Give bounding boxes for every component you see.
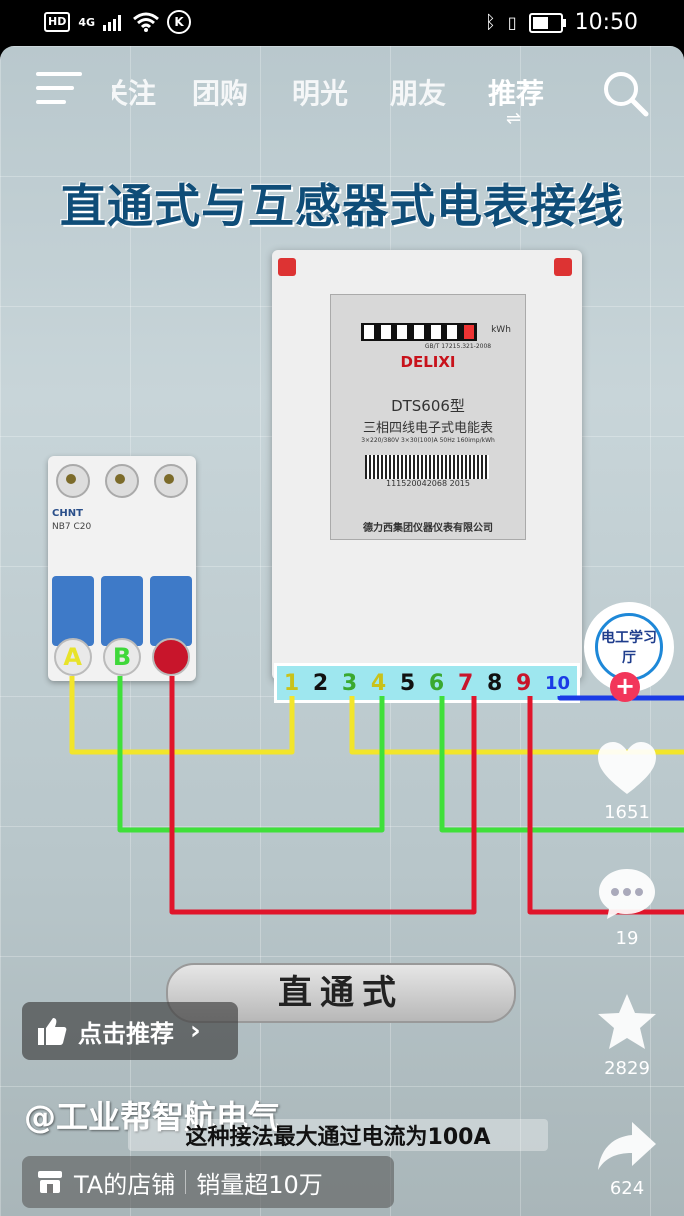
thumbs-up-icon [38,1018,67,1045]
wifi-icon [133,12,159,32]
swap-icon: ⇌ [506,108,522,129]
signal-icon [103,15,122,31]
menu-icon[interactable] [36,70,82,106]
vibrate-icon: ▯ [507,13,517,32]
video-title: 直通式与互感器式电表接线 [60,179,624,233]
comment-icon [599,869,655,919]
terminal-a: A [53,638,92,676]
meter-terminal-6: 6 [428,670,445,696]
shop-icon [38,1171,62,1193]
star-icon [598,994,656,1049]
breaker-handles [52,576,192,646]
wiring-diagram [69,676,684,915]
chevron-right-icon: › [190,1016,201,1046]
meter-terminal-10: 10 [544,672,571,694]
wire-green-in [117,676,385,833]
wire-green-out [439,696,684,833]
meter-standard: GB/T 17215.321-2008 [424,343,492,350]
breaker-handle [150,576,192,646]
recommend-label: 点击推荐 [78,1019,174,1048]
follow-button[interactable]: + [610,672,640,702]
meter-terminal-3: 3 [341,670,358,696]
meter-description: 三相四线电子式电能表 [362,421,493,436]
breaker-terminals: A B [48,634,196,680]
terminal-b: B [102,638,141,676]
tab-friends[interactable]: 朋友 [390,77,447,110]
breaker-handle [101,576,143,646]
share-icon [598,1122,656,1170]
avatar-text: 电工学习厅 [595,613,663,681]
tab-group-buy[interactable]: 团购 [192,77,249,110]
breaker-model: NB7 C20 [52,522,92,532]
author-name[interactable]: @工业帮智航电气 [24,1098,281,1136]
meter-terminal-2: 2 [312,670,329,696]
tab-recommend[interactable]: 推荐 [488,77,545,110]
meter-serial: 111520042068 2015 [386,479,470,488]
shop-label: TA的店铺 [74,1170,176,1199]
breaker-screws [48,456,196,506]
meter-model: DTS606型 [391,397,465,415]
meter-face: kWh GB/T 17215.321-2008 DELIXI DTS606型 三… [330,294,526,540]
meter-terminal-5: 5 [399,670,416,696]
wire-red-in [169,676,477,915]
author-avatar[interactable]: 电工学习厅 [584,602,674,692]
tab-local[interactable]: 明光 [292,77,349,110]
battery-icon [528,12,566,33]
breaker-brand: CHNT [52,508,83,519]
meter-terminal-8: 8 [486,670,503,696]
meter-terminal-1: 1 [283,670,300,696]
top-nav: 关注 团购 明光 朋友 推荐 ⇌ [0,46,684,146]
meter-spec: 3×220/380V 3×30(100)A 50Hz 160imp/kWh [361,437,495,444]
meter-screw-left [278,258,296,276]
network-label: 4G [78,15,96,29]
shop-bar[interactable]: TA的店铺 销量超10万 [22,1156,394,1208]
shop-sales: 销量超10万 [196,1170,323,1199]
terminal-c [152,638,191,676]
meter-terminal-9: 9 [515,670,532,696]
hd-badge: HD [44,12,71,32]
k-badge-icon: K [167,10,192,34]
meter-maker: 德力西集团仪器仪表有限公司 [363,523,493,534]
screw-icon [104,464,139,498]
video-player[interactable]: 关注 团购 明光 朋友 推荐 ⇌ 直通式与互感器式电表接线 CHNT NB7 C… [0,46,684,1216]
wire-yellow-in [69,676,295,755]
status-bar: HD 4G K ᛒ ▯ 10:50 [0,0,684,46]
meter-counter [361,323,477,341]
comment-action[interactable]: 19 [592,866,662,949]
shop-divider [185,1170,187,1194]
favorite-action[interactable]: 2829 [592,992,662,1079]
search-icon[interactable] [600,68,650,118]
meter-terminal-4: 4 [370,670,387,696]
meter-brand: DELIXI [400,353,456,371]
wire-blue [557,695,684,701]
wire-yellow-out [349,696,684,755]
tab-following[interactable]: 关注 [100,77,157,110]
share-count: 624 [609,1178,645,1199]
like-count: 1651 [604,802,650,823]
energy-meter: kWh GB/T 17215.321-2008 DELIXI DTS606型 三… [272,250,582,680]
meter-barcode [365,455,489,479]
recommend-button[interactable]: 点击推荐 › [22,1002,238,1060]
bluetooth-icon: ᛒ [484,12,496,33]
status-left: HD 4G K [44,10,192,34]
comment-count: 19 [615,928,639,949]
clock: 10:50 [574,10,638,35]
like-action[interactable]: 1651 [592,740,662,823]
screw-icon [55,464,90,498]
share-action[interactable]: 624 [592,1120,662,1199]
meter-terminal-7: 7 [457,670,474,696]
screw-icon [154,464,189,498]
heart-icon [598,742,656,794]
favorite-count: 2829 [604,1058,650,1079]
meter-unit: kWh [491,325,511,335]
video-subtitle: 这种接法最大通过电流为100A [128,1119,548,1151]
meter-screw-right [554,258,572,276]
status-right: ᛒ ▯ 10:50 [485,10,638,35]
breaker-handle [52,576,94,646]
